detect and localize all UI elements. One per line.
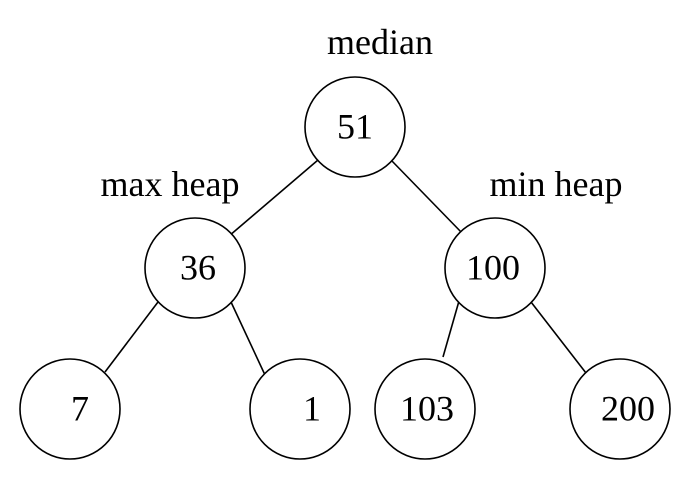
edge-min-root-to-min-left (442, 300, 460, 358)
max-heap-label: max heap (101, 164, 240, 204)
node-min-root: 100 (444, 217, 546, 319)
node-max-root-circle (144, 217, 246, 319)
node-root: 51 (304, 76, 406, 178)
edge-root-to-min-root (390, 159, 464, 235)
edge-root-to-max-root (228, 159, 319, 237)
edge-max-root-to-max-right (230, 301, 266, 376)
min-heap-label: min heap (490, 164, 623, 204)
node-min-right: 200 (569, 358, 671, 460)
node-root-value: 51 (337, 106, 373, 146)
node-max-right: 1 (249, 358, 351, 460)
edge-max-root-to-max-left (104, 301, 159, 373)
node-min-left: 103 (374, 358, 476, 460)
node-min-root-value: 100 (466, 247, 520, 287)
median-label: median (327, 22, 433, 62)
node-max-root-value: 36 (180, 247, 216, 287)
edges (104, 159, 587, 376)
node-min-right-value: 200 (601, 388, 655, 428)
node-min-right-circle (569, 358, 671, 460)
node-min-left-circle (374, 358, 476, 460)
node-max-left-circle (19, 358, 121, 460)
node-max-left-value: 7 (71, 388, 89, 428)
node-root-circle (304, 76, 406, 178)
node-max-right-circle (249, 358, 351, 460)
edge-min-root-to-min-right (530, 301, 587, 374)
node-max-left: 7 (19, 358, 121, 460)
node-max-right-value: 1 (303, 388, 321, 428)
node-min-left-value: 103 (400, 388, 454, 428)
node-min-root-circle (444, 217, 546, 319)
node-max-root: 36 (144, 217, 246, 319)
